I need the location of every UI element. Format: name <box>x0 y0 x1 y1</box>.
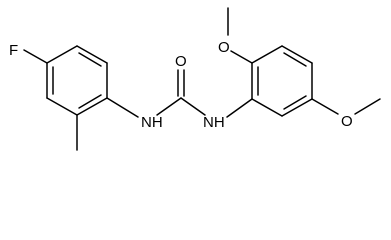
molecule-canvas: F NH O NH O O <box>9 7 381 151</box>
bond-nh-left-c <box>156 97 182 116</box>
nh-right-atom-label: NH <box>203 114 225 131</box>
bond <box>281 45 313 64</box>
bond <box>76 97 108 116</box>
fluorophenyl-ring <box>46 45 108 116</box>
carbonyl-oxygen-atom-label: O <box>175 53 187 70</box>
bond-c-o-top <box>230 50 253 64</box>
bond-ring-nh-left <box>106 97 139 118</box>
bond-c-nh-right <box>180 97 206 116</box>
methoxy-top-oxygen-label: O <box>218 39 230 56</box>
bond <box>281 98 313 117</box>
fluorine-atom-label: F <box>9 42 18 59</box>
bond-o-methyl-bottom <box>354 98 381 115</box>
nh-left-atom-label: NH <box>141 114 163 131</box>
double-bond-inner <box>78 52 102 67</box>
bond-c-o-bottom <box>311 98 339 115</box>
double-bond-inner <box>78 94 102 109</box>
dimethoxyphenyl-ring <box>251 45 313 117</box>
bond <box>46 45 78 64</box>
bond <box>76 45 108 64</box>
double-bond-inner <box>283 95 307 110</box>
bond <box>251 45 283 64</box>
bond <box>46 97 78 116</box>
double-bond-inner <box>283 52 307 67</box>
bond-nh-right-ring <box>226 98 253 118</box>
structure-diagram: F NH O NH O O <box>9 7 381 151</box>
bond-c-f <box>23 49 48 64</box>
bond <box>251 98 283 117</box>
methoxy-bottom-oxygen-label: O <box>341 113 353 130</box>
